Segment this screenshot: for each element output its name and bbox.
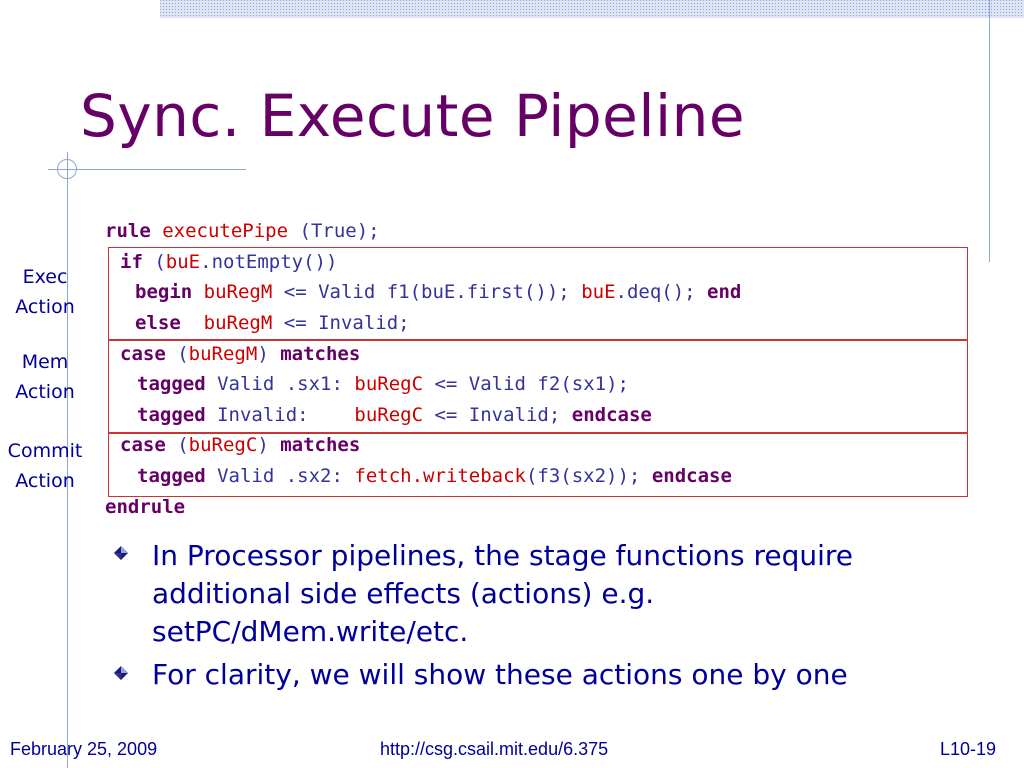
code-text: Invalid: (217, 404, 309, 426)
right-vertical-line (989, 0, 990, 262)
stage-label-commit: Commit Action (0, 436, 90, 496)
left-vertical-line (67, 152, 68, 768)
code-identifier: buE (581, 281, 616, 303)
code-text: (True); (299, 220, 380, 242)
code-text: .notEmpty()) (200, 251, 338, 273)
dotted-band-top (160, 0, 1024, 18)
code-keyword: case (120, 434, 166, 456)
commit-action-box (108, 432, 968, 497)
stage-label-line: Exec (22, 266, 68, 288)
stage-label-exec: Exec Action (0, 262, 90, 322)
stage-label-line: Mem (21, 351, 69, 373)
code-identifier: buRegC (354, 373, 424, 395)
code-text: Valid .sx2: (217, 465, 343, 487)
code-keyword: else (135, 312, 181, 334)
exec-action-box (108, 247, 968, 341)
code-text: Valid .sx1: (217, 373, 343, 395)
code-rule-name: executePipe (162, 220, 289, 242)
code-keyword: begin (135, 281, 193, 303)
bullet-text: For clarity, we will show these actions … (152, 658, 848, 691)
code-keyword: tagged (137, 404, 206, 426)
title-underline-decoration (48, 169, 246, 170)
code-line-10: endrule (105, 492, 185, 523)
code-identifier: buRegM (203, 281, 273, 303)
stage-label-line: Commit (7, 440, 83, 462)
code-identifier: buRegC (354, 404, 424, 426)
code-text: <= Invalid; (283, 312, 410, 334)
code-text: ) (257, 343, 269, 365)
circle-decoration (57, 159, 77, 179)
stage-label-mem: Mem Action (0, 347, 90, 407)
code-keyword: end (707, 281, 742, 303)
stage-label-line: Action (15, 296, 75, 318)
code-text: ( (177, 434, 189, 456)
code-text: <= Valid f1(buE.first()); (283, 281, 570, 303)
footer-date: February 25, 2009 (10, 739, 158, 759)
code-identifier: buRegC (188, 434, 258, 456)
code-keyword: endcase (651, 465, 732, 487)
code-keyword: endrule (105, 496, 186, 518)
footer-page-number: L10-19 (940, 739, 997, 759)
code-keyword: tagged (137, 373, 206, 395)
code-text: <= Valid f2(sx1); (434, 373, 629, 395)
code-text: ( (177, 343, 189, 365)
code-identifier: fetch.writeback (354, 465, 526, 487)
code-line-1: rule executePipe (True); (105, 216, 380, 247)
code-keyword: case (120, 343, 166, 365)
code-keyword: tagged (137, 465, 206, 487)
code-line-6: tagged Valid .sx1: buRegC <= Valid f2(sx… (137, 369, 629, 400)
code-line-7: tagged Invalid: buRegC <= Invalid; endca… (137, 400, 652, 431)
slide-title: Sync. Execute Pipeline (80, 82, 746, 150)
code-keyword: endcase (571, 404, 652, 426)
code-text: ) (257, 434, 269, 456)
diamond-bullet-icon (114, 546, 128, 560)
code-identifier: buRegM (203, 312, 273, 334)
bullet-text: In Processor pipelines, the stage functi… (152, 539, 854, 648)
code-line-2: if (buE.notEmpty()) (120, 247, 337, 278)
code-keyword: matches (280, 343, 361, 365)
code-text: (f3(sx2)); (525, 465, 641, 487)
code-identifier: buE (165, 251, 201, 273)
code-line-3: begin buRegM <= Valid f1(buE.first()); b… (135, 277, 741, 308)
code-text: ( (154, 251, 166, 273)
stage-label-line: Action (15, 381, 75, 403)
code-keyword: if (120, 251, 143, 273)
code-line-8: case (buRegC) matches (120, 430, 360, 461)
code-keyword: matches (280, 434, 361, 456)
mem-action-box (108, 339, 968, 434)
code-keyword: rule (105, 220, 151, 242)
code-text: <= Invalid; (434, 404, 561, 426)
code-line-9: tagged Valid .sx2: fetch.writeback(f3(sx… (137, 461, 732, 492)
code-line-5: case (buRegM) matches (120, 339, 360, 370)
diamond-bullet-icon (114, 666, 128, 680)
code-line-4: else buRegM <= Invalid; (135, 308, 410, 339)
code-text: .deq(); (615, 281, 696, 303)
code-identifier: buRegM (188, 343, 258, 365)
stage-label-line: Action (15, 470, 75, 492)
footer-url: http://csg.csail.mit.edu/6.375 (380, 739, 609, 759)
